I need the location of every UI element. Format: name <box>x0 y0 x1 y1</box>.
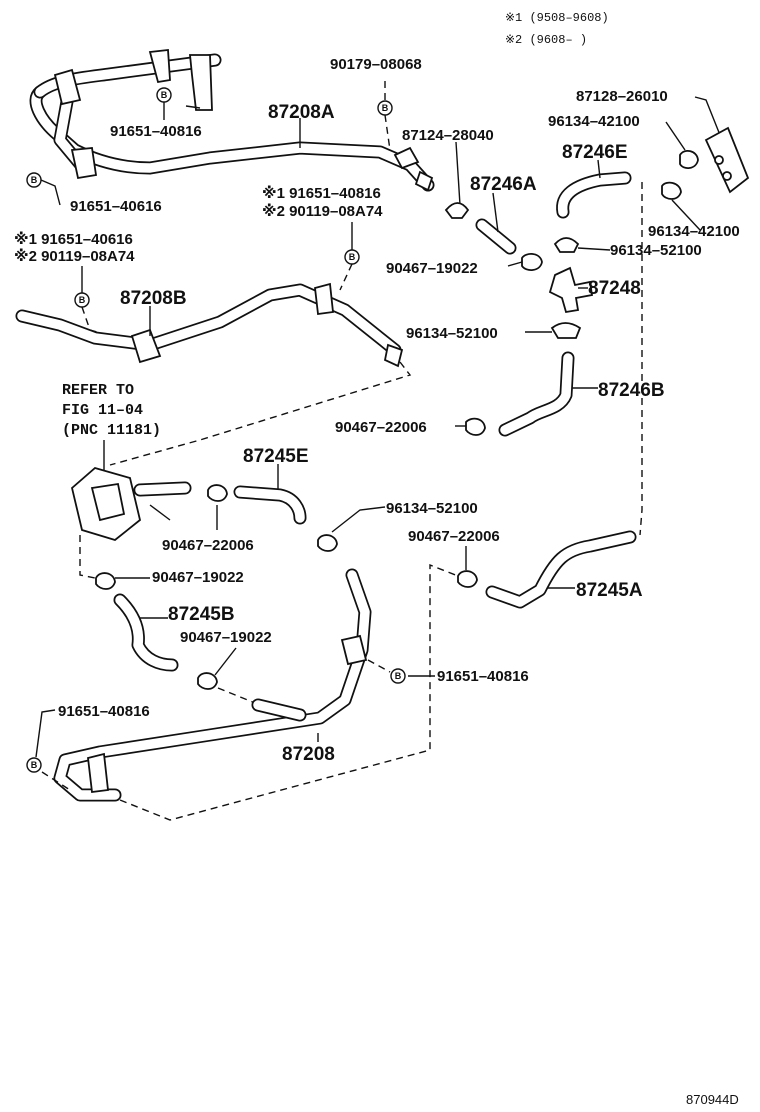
part-label-90467-19022[interactable]: 90467–19022 <box>386 260 478 277</box>
part-label-87208A[interactable]: 87208A <box>268 102 335 123</box>
refer-text-1: REFER TO <box>62 382 134 399</box>
bolt-icon: B <box>26 757 42 773</box>
svg-text:B: B <box>79 295 86 305</box>
part-label-91651-40616[interactable]: 91651–40616 <box>70 198 162 215</box>
part-label-87245E[interactable]: 87245E <box>243 446 309 467</box>
hose-87245B[interactable] <box>113 593 179 672</box>
part-label-96134-52100-b[interactable]: 96134–52100 <box>406 325 498 342</box>
part-label-alt1-91651-40616[interactable]: ※1 91651–40616 <box>14 230 133 248</box>
part-label-alt2-90119-08A74-left[interactable]: ※2 90119–08A74 <box>14 247 135 265</box>
part-label-90467-19022-b[interactable]: 90467–19022 <box>152 569 244 586</box>
refer-text-3: (PNC 11181) <box>62 422 161 439</box>
part-label-90467-19022-c[interactable]: 90467–19022 <box>180 629 272 646</box>
hose-87246E[interactable] <box>556 171 632 219</box>
part-label-90179-08068[interactable]: 90179–08068 <box>330 56 422 73</box>
part-label-96134-42100-b[interactable]: 96134–42100 <box>648 223 740 240</box>
svg-text:B: B <box>395 671 402 681</box>
hose-87245E[interactable] <box>233 485 307 525</box>
bolt-icon: B <box>156 87 172 103</box>
part-label-87124-28040[interactable]: 87124–28040 <box>402 127 494 144</box>
svg-text:B: B <box>382 103 389 113</box>
legend-note-1: ※1 (9508–9608) <box>505 11 609 25</box>
svg-text:B: B <box>31 760 38 770</box>
water-outlet-flange[interactable] <box>70 467 192 541</box>
legend-note-2: ※2 (9608– ) <box>505 33 587 47</box>
part-label-alt1-91651-40816[interactable]: ※1 91651–40816 <box>262 184 381 202</box>
part-label-96134-52100[interactable]: 96134–52100 <box>610 242 702 259</box>
part-label-87245A[interactable]: 87245A <box>576 580 643 601</box>
hose-87246A[interactable] <box>475 218 517 255</box>
part-label-90467-22006[interactable]: 90467–22006 <box>335 419 427 436</box>
part-label-alt2-90119-08A74[interactable]: ※2 90119–08A74 <box>262 202 383 220</box>
part-label-87208[interactable]: 87208 <box>282 744 335 765</box>
part-label-87245B[interactable]: 87245B <box>168 604 235 625</box>
svg-text:B: B <box>161 90 168 100</box>
bolt-icon: B <box>74 292 90 308</box>
refer-text-2: FIG 11–04 <box>62 402 143 419</box>
part-label-87128-26010[interactable]: 87128–26010 <box>576 88 668 105</box>
bolt-icon: B <box>26 172 42 188</box>
part-label-91651-40816-mid[interactable]: 91651–40816 <box>437 668 529 685</box>
bolt-icon: B <box>344 249 360 265</box>
pipe-87208[interactable] <box>53 568 372 802</box>
figure-code: 870944D <box>686 1092 739 1107</box>
part-label-87248[interactable]: 87248 <box>588 278 641 299</box>
part-label-87208B[interactable]: 87208B <box>120 288 187 309</box>
hose-87245A[interactable] <box>485 530 637 609</box>
union-87248[interactable] <box>548 266 594 314</box>
part-label-91651-40816-low[interactable]: 91651–40816 <box>58 703 150 720</box>
pipe-87208A[interactable] <box>29 49 435 192</box>
bolt-icon: B <box>390 668 406 684</box>
part-label-96134-42100[interactable]: 96134–42100 <box>548 113 640 130</box>
part-label-90467-22006-b[interactable]: 90467–22006 <box>162 537 254 554</box>
svg-text:B: B <box>31 175 38 185</box>
part-label-91651-40816[interactable]: 91651–40816 <box>110 123 202 140</box>
part-label-90467-22006-c[interactable]: 90467–22006 <box>408 528 500 545</box>
part-label-87246E[interactable]: 87246E <box>562 142 628 163</box>
part-label-96134-52100-c[interactable]: 96134–52100 <box>386 500 478 517</box>
bolt-icon: B <box>377 100 393 116</box>
part-label-87246B[interactable]: 87246B <box>598 380 665 401</box>
part-label-87246A[interactable]: 87246A <box>470 174 537 195</box>
svg-text:B: B <box>349 252 356 262</box>
pipe-87208B[interactable] <box>15 282 404 368</box>
hose-87246B[interactable] <box>498 351 575 437</box>
